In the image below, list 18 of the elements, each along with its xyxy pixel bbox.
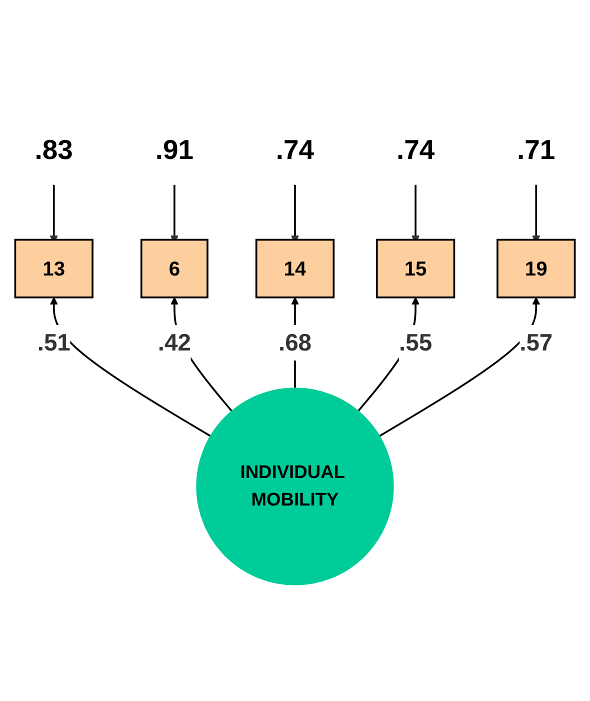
edge-label: .55 [399, 328, 432, 356]
edge-label: .68 [278, 328, 312, 356]
edge-label: .57 [520, 328, 553, 356]
node-box: 6 [140, 238, 208, 298]
node-text: .74 [276, 135, 314, 166]
node-box: 13 [14, 238, 94, 298]
node-box: 19 [496, 238, 576, 298]
arrow [379, 297, 540, 437]
node-box: 14 [255, 238, 335, 298]
node-circle: INDIVIDUAL MOBILITY [196, 388, 394, 586]
node-text: .91 [155, 135, 194, 166]
arrow [50, 297, 211, 437]
node-text: .71 [517, 135, 556, 166]
node-box: 15 [376, 238, 456, 298]
edge-label: .51 [37, 328, 70, 356]
node-text: .74 [396, 135, 435, 166]
node-text: .83 [34, 135, 73, 166]
edge-label: .42 [158, 328, 191, 356]
